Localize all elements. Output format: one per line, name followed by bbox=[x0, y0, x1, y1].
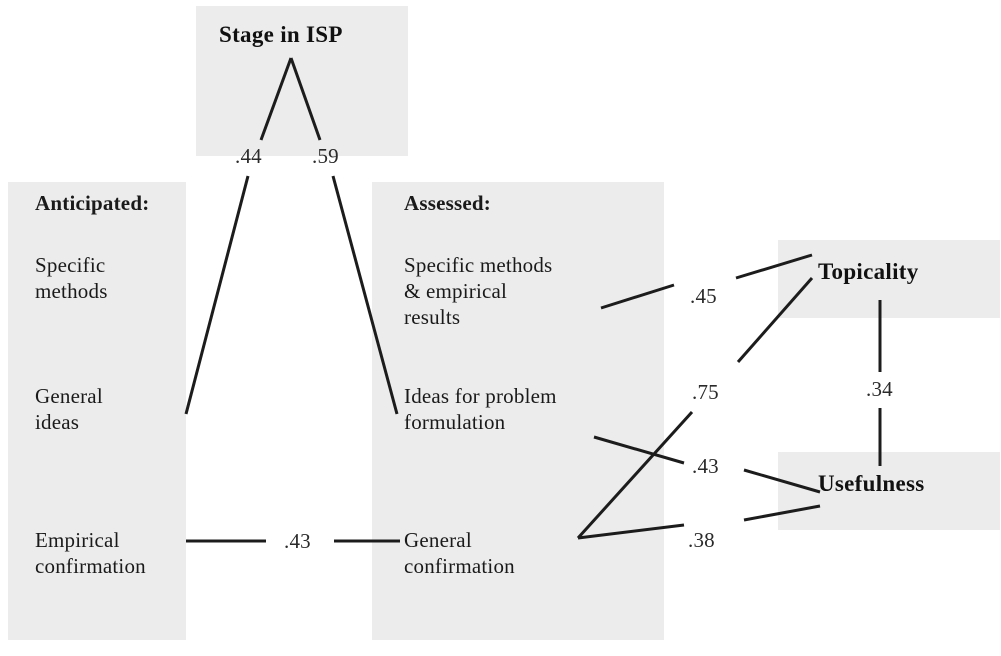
coefficient-ideas-formulation-to-usefulness: .43 bbox=[692, 454, 719, 478]
coefficient-specific-methods-to-topicality: .45 bbox=[690, 284, 717, 308]
node-topicality: Topicality bbox=[818, 259, 919, 284]
column-header-assessed: Assessed: bbox=[404, 191, 491, 215]
coefficient-stage-to-ideas-formulation: .59 bbox=[312, 144, 339, 168]
column-header-anticipated: Anticipated: bbox=[35, 191, 150, 215]
edge-stage-to-general-ideas-lower bbox=[184, 175, 250, 415]
node-usefulness: Usefulness bbox=[818, 471, 925, 496]
node-stage-in-isp: Stage in ISP bbox=[219, 22, 343, 47]
panel-topicality bbox=[778, 240, 1000, 318]
node-specific-methods: Specific methods bbox=[35, 253, 108, 303]
coefficient-general-confirmation-to-usefulness: .38 bbox=[688, 528, 715, 552]
coefficient-empirical-to-general-confirmation: .43 bbox=[284, 529, 311, 553]
node-general-confirmation: General confirmation bbox=[404, 528, 515, 578]
panel-anticipated bbox=[8, 182, 186, 640]
coefficient-topicality-to-usefulness: .34 bbox=[866, 377, 893, 401]
coefficient-stage-to-general-ideas: .44 bbox=[235, 144, 262, 168]
node-general-ideas: General ideas bbox=[35, 384, 103, 434]
coefficient-general-confirmation-to-topicality: .75 bbox=[692, 380, 719, 404]
node-empirical-confirmation: Empirical confirmation bbox=[35, 528, 146, 578]
node-ideas-for-problem-formulation: Ideas for problem formulation bbox=[404, 384, 557, 434]
node-specific-methods-empirical-results: Specific methods & empirical results bbox=[404, 253, 553, 329]
